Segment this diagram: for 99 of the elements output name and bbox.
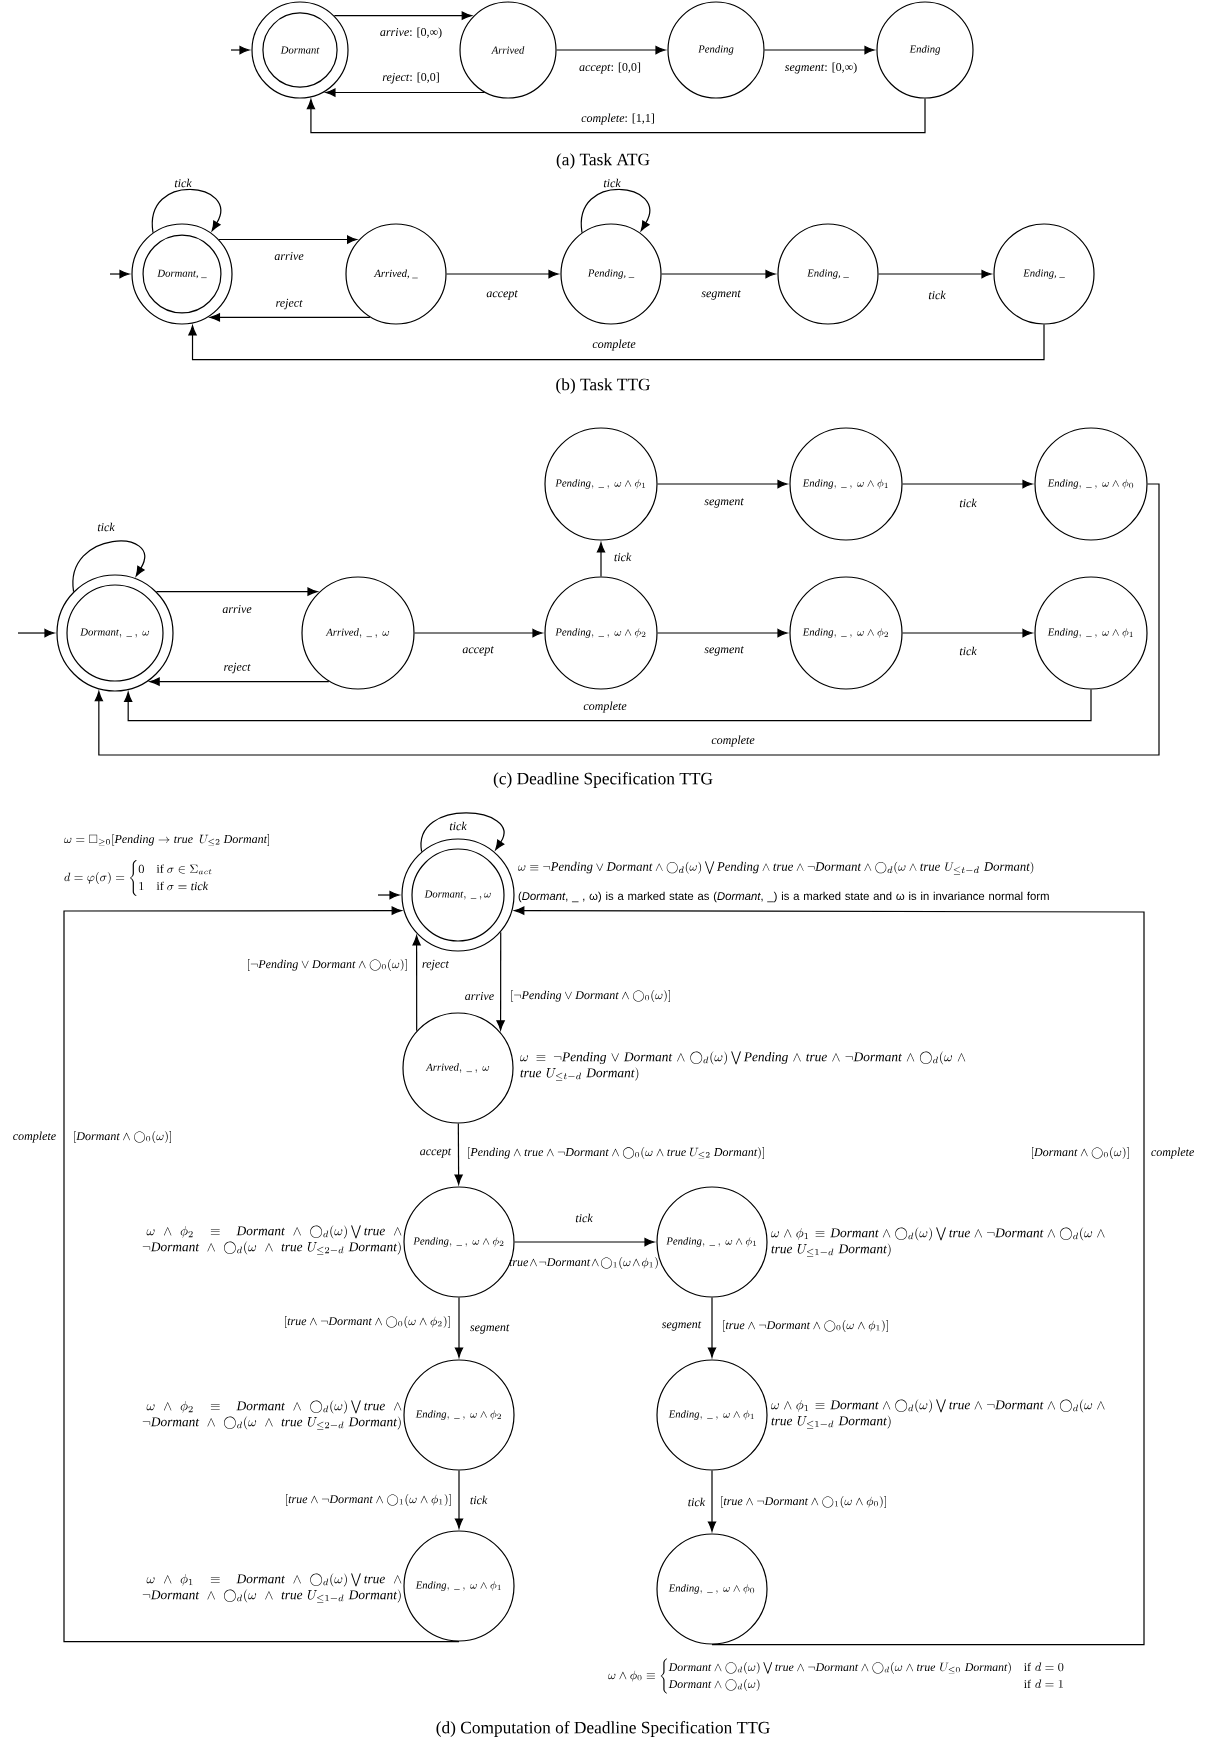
edge-label: complete — [591, 338, 637, 352]
node-annotation: $\omega \equiv \neg \mathit{Pending} \vee \mathit{Dormant} \wedge \bigcirc_d(\omega) \bigvee \mathit{Pending} \wedge \mathit{true} \wedge \neg \mathit{Dormant} \wedge \bigcirc_d(\omega \wedge \mathit{true}\ U_{\leq t-d}\ \mathit{Dormant})$ — [520, 1051, 966, 1081]
node-annotation: $\omega \wedge \phi_2 \equiv \mathit{Dormant} \wedge \bigcirc_d(\omega) \bigvee \mathit{true} \wedge \neg \mathit{Dormant} \wedge \bigcirc_d(\omega \wedge \mathit{true}\ U_{\leq 2-d}\ \mathit{Dormant})$ — [142, 1400, 402, 1430]
edge-label: tick — [602, 177, 622, 189]
edge-label: segment — [703, 497, 745, 509]
edge-label: complete — [11, 1130, 58, 1144]
edge-label: segment — [468, 1323, 511, 1335]
node-annotation: (Dormant, _ , ω) is a marked state as (Dormant, _) is a marked state and ω is in invariance normal form — [518, 891, 1049, 903]
arrow — [454, 1123, 463, 1185]
caption: (d) Computation of Deadline Specification TTG — [436, 1721, 770, 1737]
edge-label: tick — [173, 177, 193, 189]
guard-label: $[\mathit{Dormant} \wedge \bigcirc_0(\omega)]$ — [74, 1131, 171, 1144]
guard-label: $[\mathit{true} \wedge \neg \mathit{Dormant} \wedge \bigcirc_0(\omega \wedge \phi_1)]$ — [723, 1320, 888, 1333]
arrow — [902, 628, 1033, 638]
edge-label: tick — [448, 820, 468, 832]
arrow — [596, 542, 606, 577]
guard-label: $[\mathit{true} \wedge \neg \mathit{Dormant} \wedge \bigcirc_0(\omega \wedge \phi_2)]$ — [285, 1316, 450, 1329]
arrow — [902, 479, 1033, 489]
node-annotation: $\omega \wedge \phi_0 \equiv \begin{cases} \mathit{Dormant} \wedge \bigcirc_d(\omega) \bigvee \mathit{true} \wedge \neg \mathit{Dormant} \wedge \bigcirc_d(\omega \wedge \mathit{true}\ U_{\leq 0}\ \mathit{Dormant}) & \text{if } d = 0 \\ \mathit{Dormant} \wedge \bigcirc_d(\omega) & \text{if } d = 1 \end{cases}$ — [608, 1658, 1064, 1694]
formula-label: $\omega = \square_{\geq 0}[\mathit{Pending} \rightarrow \mathit{true}\ \ U_{\leq 2}\ \mathit{Dormant}]$ — [64, 833, 269, 847]
node-annotation: $\omega \wedge \phi_2 \equiv \mathit{Dormant} \wedge \bigcirc_d(\omega) \bigvee \mathit{true} \wedge \neg \mathit{Dormant} \wedge \bigcirc_d(\omega \wedge \mathit{true}\ U_{\leq 2-d}\ \mathit{Dormant})$ — [142, 1225, 402, 1255]
edge-label: tick — [927, 289, 947, 301]
arrow — [63, 906, 460, 1643]
edge-label: accept — [461, 645, 495, 657]
arrow — [412, 935, 421, 1032]
arrow — [496, 931, 505, 1031]
arrow — [155, 587, 318, 596]
arrow — [878, 269, 992, 279]
arrow — [657, 628, 788, 638]
arrow — [209, 313, 371, 322]
edge-label: segment: [0,∞) — [783, 61, 859, 75]
edge-label: arrive: [0,∞) — [378, 26, 444, 40]
arrow — [94, 483, 1160, 756]
guard-label: $[\mathit{Dormant} \wedge \bigcirc_0(\omega)]$ — [1032, 1147, 1129, 1160]
arrow — [514, 906, 1145, 1646]
arrow — [581, 188, 651, 234]
guard-label: $[\mathit{true} \wedge \neg \mathit{Dormant} \wedge \bigcirc_1(\omega \wedge \phi_1)]$ — [286, 1494, 451, 1507]
arrow — [149, 677, 330, 686]
node-annotation: $\omega \wedge \phi_1 \equiv \mathit{Dormant} \wedge \bigcirc_d(\omega) \bigvee \mathit{true} \wedge \neg \mathit{Dormant} \wedge \bigcirc_d(\omega \wedge \mathit{true}\ U_{\leq 1-d}\ \mathit{Dormant})$ — [771, 1227, 1105, 1257]
node-annotation: $\omega \wedge \phi_1 \equiv \mathit{Dormant} \wedge \bigcirc_d(\omega) \bigvee \mathit{true} \wedge \neg \mathit{Dormant} \wedge \bigcirc_d(\omega \wedge \mathit{true}\ U_{\leq 1-d}\ \mathit{Dormant})$ — [771, 1399, 1105, 1429]
edge-label: tick — [612, 551, 633, 563]
guard-label: $[\neg \mathit{Pending} \vee \mathit{Dormant} \wedge \bigcirc_0(\omega)]$ — [248, 959, 407, 972]
edge-label: accept — [485, 289, 519, 301]
arrow — [454, 1297, 464, 1358]
arrow — [707, 1297, 717, 1358]
node-annotation: $\omega \wedge \phi_1 \equiv \mathit{Dormant} \wedge \bigcirc_d(\omega) \bigvee \mathit{true} \wedge \neg \mathit{Dormant} \wedge \bigcirc_d(\omega \wedge \mathit{true}\ U_{\leq 1-d}\ \mathit{Dormant})$ — [142, 1573, 402, 1603]
edge-label: tick — [686, 1496, 707, 1508]
edge-label: tick — [468, 1494, 489, 1506]
caption: (b) Task TTG — [556, 378, 650, 394]
edge-label: arrive — [221, 603, 253, 615]
edge-label: reject — [222, 661, 252, 675]
arrow — [152, 188, 222, 234]
edge-label: reject — [274, 297, 304, 311]
caption: (a) Task ATG — [556, 153, 650, 169]
arrow — [414, 628, 543, 638]
arrow — [218, 235, 358, 244]
formula-label: $d = \varphi(\sigma) = \begin{cases} 0 & \text{if } \sigma \in \Sigma_{act} \\ 1 & \text{if } \sigma = \mathit{tick} \end{cases}$ — [64, 860, 212, 896]
guard-label: $[\mathit{true} \wedge \neg \mathit{Dormant} \wedge \bigcirc_1(\omega \wedge \phi_0)]$ — [721, 1496, 886, 1509]
guard-label: $[\mathit{Pending} \wedge \mathit{true} \wedge \neg \mathit{Dormant} \wedge \bigcirc_0(\omega \wedge \mathit{true}\ U_{\leq 2}\ \mathit{Dormant})]$ — [468, 1146, 764, 1160]
arrow — [446, 269, 559, 279]
guard-label: $\mathit{true} \wedge \neg \mathit{Dormant} \wedge \bigcirc_1(\omega \wedge \phi_1)$ — [509, 1257, 658, 1269]
arrow — [72, 540, 146, 593]
edge-label: complete: [1,1] — [579, 112, 657, 126]
edge-label: tick — [958, 497, 978, 509]
edge-label: tick — [958, 645, 978, 657]
arrow — [230, 45, 250, 55]
arrow — [17, 628, 55, 638]
arrow — [556, 45, 666, 55]
arrow — [707, 1470, 717, 1532]
arrow — [661, 269, 776, 279]
edge-label: accept: [0,0] — [577, 61, 643, 75]
arrow — [306, 98, 926, 134]
edge-label: reject: [0,0] — [380, 71, 442, 85]
edge-label: tick — [96, 521, 116, 533]
guard-label: $[\neg \mathit{Pending} \vee \mathit{Dormant} \wedge \bigcirc_0(\omega)]$ — [511, 990, 670, 1003]
edge-label: segment — [700, 289, 742, 301]
edge-label: tick — [574, 1212, 594, 1224]
edge-label: accept — [418, 1147, 453, 1159]
edge-label: segment — [660, 1320, 703, 1332]
arrow — [333, 11, 472, 20]
node-annotation: $\omega \equiv \neg \mathit{Pending} \vee \mathit{Dormant} \wedge \bigcirc_d(\omega) \bigvee \mathit{Pending} \wedge \mathit{true} \wedge \neg \mathit{Dormant} \wedge \bigcirc_d(\omega \wedge \mathit{true}\ U_{\leq t-d}\ \mathit{Dormant})$ — [518, 861, 1034, 875]
arrow — [188, 324, 1045, 361]
arrow — [325, 88, 486, 97]
arrow — [377, 890, 400, 900]
caption: (c) Deadline Specification TTG — [493, 772, 713, 788]
arrow — [514, 1237, 655, 1247]
edge-label: complete — [710, 734, 756, 748]
edge-label: complete — [582, 700, 628, 714]
edge-label: arrive — [273, 250, 305, 262]
edge-label: segment — [703, 645, 745, 657]
edge-label: complete — [1149, 1146, 1196, 1160]
arrow — [124, 689, 1092, 722]
edge-label: arrive — [463, 990, 496, 1002]
arrow — [420, 812, 505, 853]
arrow — [764, 45, 875, 55]
arrow — [657, 479, 788, 489]
edge-label: reject — [420, 958, 451, 972]
arrow — [109, 269, 130, 279]
arrow — [454, 1470, 464, 1529]
